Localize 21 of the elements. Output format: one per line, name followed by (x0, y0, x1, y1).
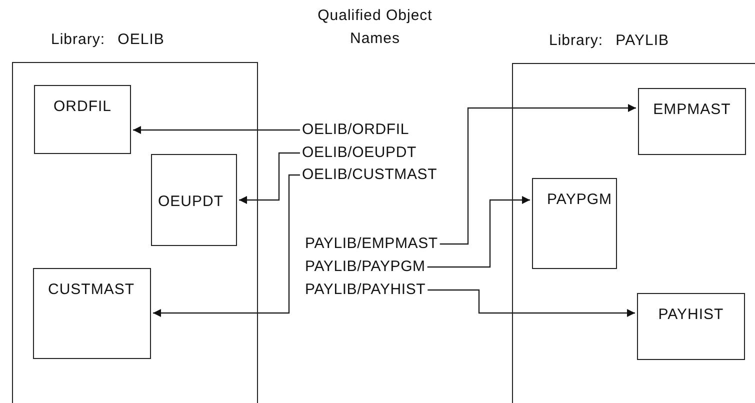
qualified-name: OELIB/CUSTMAST (302, 166, 438, 184)
qualified-name: PAYLIB/PAYHIST (305, 281, 426, 299)
qualified-name: PAYLIB/PAYPGM (305, 258, 426, 276)
arrow (239, 152, 300, 204)
object-box: ORDFIL (34, 85, 131, 154)
object-box: EMPMAST (638, 88, 746, 155)
title: Qualified Object Names (316, 6, 434, 49)
arrow (440, 104, 636, 245)
arrow (427, 196, 530, 268)
library-heading: Library: OELIB (51, 31, 164, 48)
arrow (133, 126, 300, 134)
qualified-name: OELIB/OEUPDT (302, 144, 416, 162)
library-heading: Library: PAYLIB (549, 32, 669, 49)
arrow (428, 289, 635, 317)
object-box: OEUPDT (151, 154, 237, 246)
qualified-name: OELIB/ORDFIL (302, 121, 409, 139)
object-box: CUSTMAST (33, 268, 151, 359)
object-box: PAYHIST (637, 293, 745, 360)
arrow (153, 174, 300, 317)
qualified-name: PAYLIB/EMPMAST (305, 235, 438, 253)
object-box: PAYPGM (532, 178, 617, 269)
